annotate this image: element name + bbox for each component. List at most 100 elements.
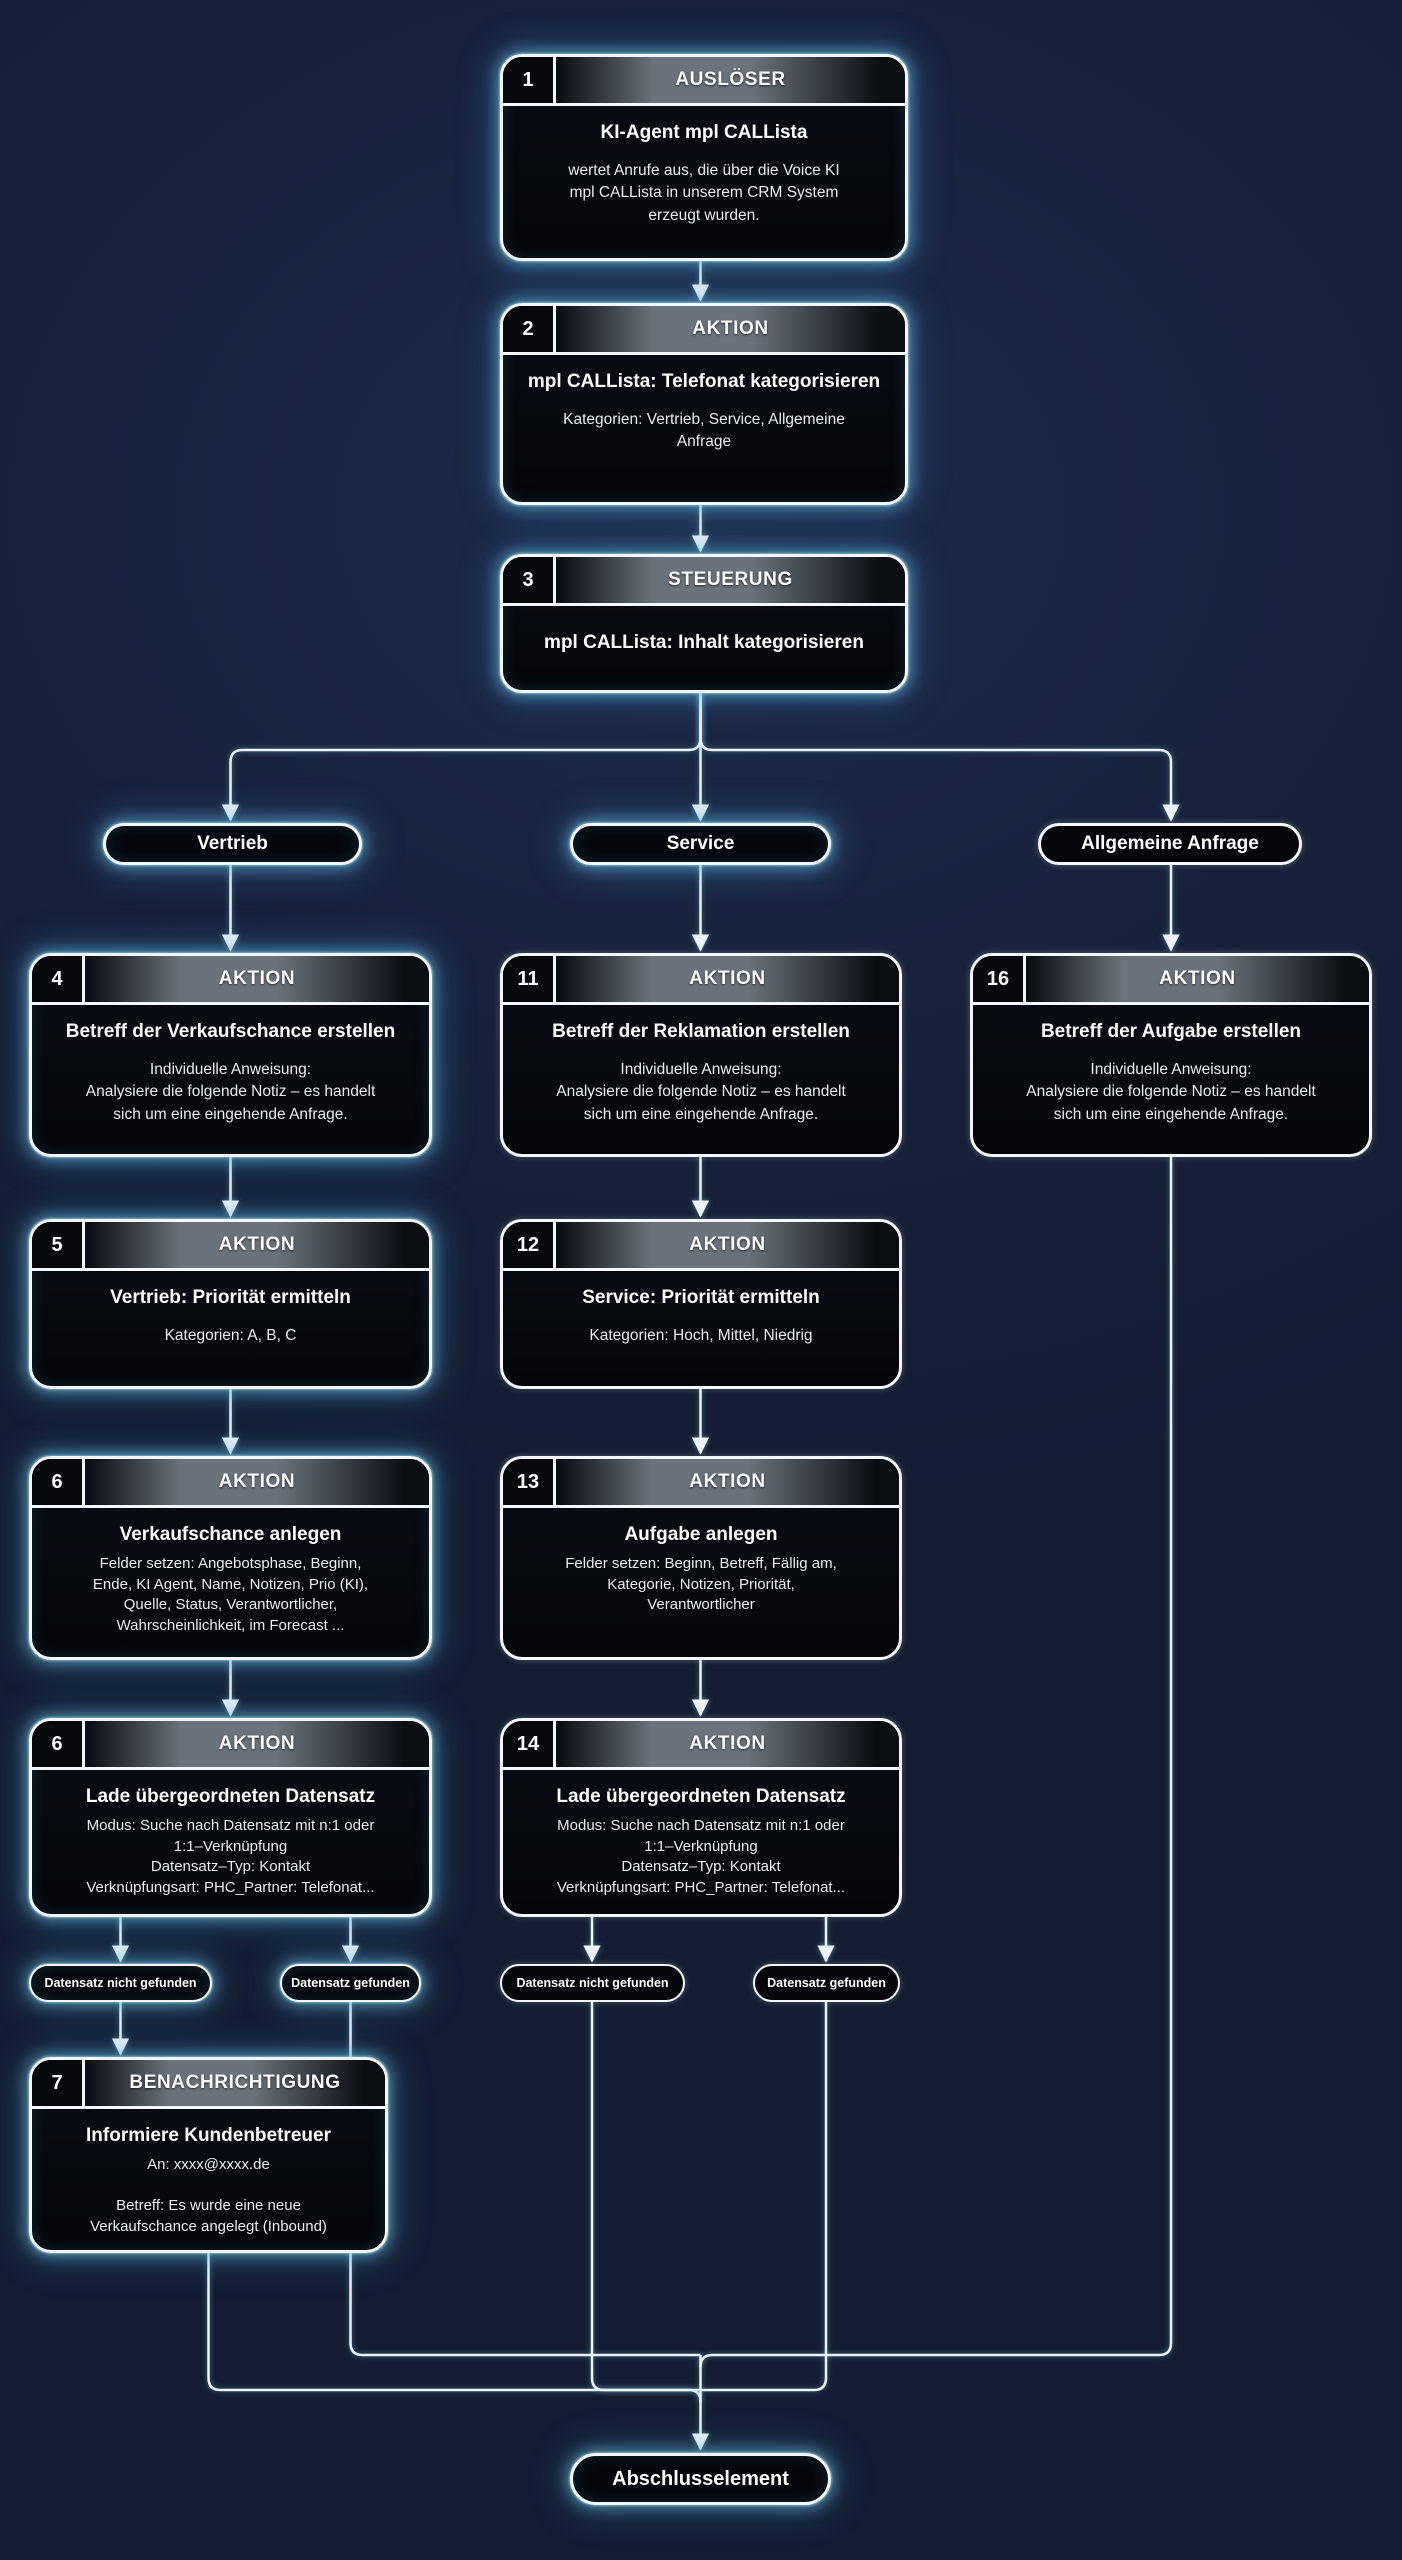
node-body: Verkaufschance anlegen Felder setzen: An… (32, 1508, 429, 1649)
node-title: Informiere Kundenbetreuer (86, 2125, 331, 2146)
connector (699, 1157, 1173, 2368)
branch-pill-service[interactable]: Service (570, 823, 831, 865)
node-title: mpl CALLista: Telefonat kategorisieren (527, 371, 881, 392)
node-6-aktion-verkaufschance[interactable]: 6 AKTION Verkaufschance anlegen Felder s… (29, 1456, 432, 1660)
node-title: Verkaufschance anlegen (119, 1524, 342, 1545)
node-text: wertet Anrufe aus, die über die Voice KI… (568, 162, 840, 224)
node-number: 11 (503, 956, 556, 1002)
node-text: Kategorien: A, B, C (164, 1327, 297, 1344)
node-body: Service: Priorität ermitteln Kategorien:… (503, 1271, 899, 1359)
node-text: Modus: Suche nach Datensatz mit n:1 oder… (86, 1817, 375, 1897)
node-type-label: AKTION (85, 1721, 429, 1767)
connector (699, 693, 1180, 822)
node-number: 7 (32, 2060, 85, 2106)
node-type-label: AKTION (1026, 956, 1369, 1002)
node-number: 5 (32, 1222, 85, 1268)
node-header: 6 AKTION (32, 1459, 429, 1508)
end-pill-abschlusselement[interactable]: Abschlusselement (570, 2453, 831, 2505)
node-2-aktion[interactable]: 2 AKTION mpl CALLista: Telefonat kategor… (500, 303, 908, 505)
node-type-label: AKTION (85, 956, 429, 1002)
outcome-pill-nicht-gefunden-vertrieb[interactable]: Datensatz nicht gefunden (29, 1964, 212, 2002)
node-number: 3 (503, 557, 556, 603)
node-body: mpl CALLista: Telefonat kategorisieren K… (503, 355, 905, 466)
connector (590, 2002, 701, 2392)
branch-pill-allgemeine-anfrage[interactable]: Allgemeine Anfrage (1038, 823, 1302, 865)
node-number: 4 (32, 956, 85, 1002)
node-header: 4 AKTION (32, 956, 429, 1005)
node-header: 2 AKTION (503, 306, 905, 355)
node-header: 13 AKTION (503, 1459, 899, 1508)
node-text: Modus: Suche nach Datensatz mit n:1 oder… (556, 1817, 846, 1897)
node-14-aktion[interactable]: 14 AKTION Lade übergeordneten Datensatz … (500, 1718, 902, 1917)
node-text: Kategorien: Hoch, Mittel, Niedrig (589, 1327, 813, 1344)
node-5-aktion[interactable]: 5 AKTION Vertrieb: Priorität ermitteln K… (29, 1219, 432, 1389)
node-type-label: AKTION (556, 1222, 899, 1268)
node-number: 1 (503, 57, 556, 103)
connector (700, 2002, 828, 2392)
node-header: 16 AKTION (973, 956, 1369, 1005)
node-body: Aufgabe anlegen Felder setzen: Beginn, B… (503, 1508, 899, 1628)
node-number: 14 (503, 1721, 556, 1767)
node-body: Betreff der Verkaufschance erstellen Ind… (32, 1005, 429, 1138)
node-type-label: AKTION (85, 1459, 429, 1505)
branch-pill-vertrieb[interactable]: Vertrieb (103, 823, 362, 865)
node-number: 16 (973, 956, 1026, 1002)
outcome-pill-gefunden-service[interactable]: Datensatz gefunden (753, 1964, 900, 2002)
node-type-label: AUSLÖSER (556, 57, 905, 103)
node-6-aktion-lade-datensatz[interactable]: 6 AKTION Lade übergeordneten Datensatz M… (29, 1718, 432, 1917)
node-type-label: STEUERUNG (556, 557, 905, 603)
node-number: 13 (503, 1459, 556, 1505)
node-title: Aufgabe anlegen (624, 1524, 778, 1545)
node-body: Betreff der Reklamation erstellen Indivi… (503, 1005, 899, 1138)
node-number: 6 (32, 1459, 85, 1505)
node-header: 5 AKTION (32, 1222, 429, 1271)
node-7-benachrichtigung[interactable]: 7 BENACHRICHTIGUNG Informiere Kundenbetr… (29, 2057, 388, 2253)
node-3-steuerung[interactable]: 3 STEUERUNG mpl CALLista: Inhalt kategor… (500, 554, 908, 693)
node-text: Felder setzen: Angebotsphase, Beginn, En… (92, 1555, 369, 1635)
node-header: 1 AUSLÖSER (503, 57, 905, 106)
node-header: 7 BENACHRICHTIGUNG (32, 2060, 385, 2109)
node-1-ausloeser[interactable]: 1 AUSLÖSER KI-Agent mpl CALLista wertet … (500, 54, 908, 261)
node-11-aktion[interactable]: 11 AKTION Betreff der Reklamation erstel… (500, 953, 902, 1157)
node-header: 11 AKTION (503, 956, 899, 1005)
node-body: KI-Agent mpl CALLista wertet Anrufe aus,… (503, 106, 905, 239)
connector (349, 2002, 701, 2357)
node-text: Individuelle Anweisung: Analysiere die f… (1026, 1061, 1316, 1123)
node-body: mpl CALLista: Inhalt kategorisieren (503, 606, 905, 682)
node-title: Betreff der Verkaufschance erstellen (65, 1021, 396, 1042)
connector (207, 2253, 702, 2403)
node-number: 6 (32, 1721, 85, 1767)
node-number: 2 (503, 306, 556, 352)
node-type-label: AKTION (556, 1721, 899, 1767)
node-number: 12 (503, 1222, 556, 1268)
node-body: Lade übergeordneten Datensatz Modus: Suc… (503, 1770, 899, 1911)
node-header: 12 AKTION (503, 1222, 899, 1271)
node-header: 14 AKTION (503, 1721, 899, 1770)
node-text: Felder setzen: Beginn, Betreff, Fällig a… (565, 1555, 837, 1614)
node-header: 3 STEUERUNG (503, 557, 905, 606)
node-13-aktion[interactable]: 13 AKTION Aufgabe anlegen Felder setzen:… (500, 1456, 902, 1660)
node-type-label: BENACHRICHTIGUNG (85, 2060, 385, 2106)
node-title: mpl CALLista: Inhalt kategorisieren (544, 632, 864, 653)
node-title: Lade übergeordneten Datensatz (556, 1786, 846, 1807)
node-type-label: AKTION (556, 1459, 899, 1505)
node-title: KI-Agent mpl CALLista (600, 122, 808, 143)
node-body: Vertrieb: Priorität ermitteln Kategorien… (32, 1271, 429, 1359)
node-text: Kategorien: Vertrieb, Service, Allgemein… (563, 411, 845, 451)
node-type-label: AKTION (556, 306, 905, 352)
node-title: Betreff der Reklamation erstellen (552, 1021, 850, 1042)
outcome-pill-gefunden-vertrieb[interactable]: Datensatz gefunden (280, 1964, 421, 2002)
node-text: Individuelle Anweisung: Analysiere die f… (85, 1061, 376, 1123)
node-title: Vertrieb: Priorität ermitteln (110, 1287, 351, 1308)
node-4-aktion[interactable]: 4 AKTION Betreff der Verkaufschance erst… (29, 953, 432, 1157)
node-12-aktion[interactable]: 12 AKTION Service: Priorität ermitteln K… (500, 1219, 902, 1389)
node-body: Informiere Kundenbetreuer An: xxxx@xxxx.… (32, 2109, 385, 2250)
node-title: Lade übergeordneten Datensatz (85, 1786, 376, 1807)
node-text: An: xxxx@xxxx.de Betreff: Es wurde eine … (90, 2156, 327, 2236)
outcome-pill-nicht-gefunden-service[interactable]: Datensatz nicht gefunden (500, 1964, 685, 2002)
connector (221, 693, 702, 822)
node-16-aktion[interactable]: 16 AKTION Betreff der Aufgabe erstellen … (970, 953, 1372, 1157)
node-type-label: AKTION (556, 956, 899, 1002)
